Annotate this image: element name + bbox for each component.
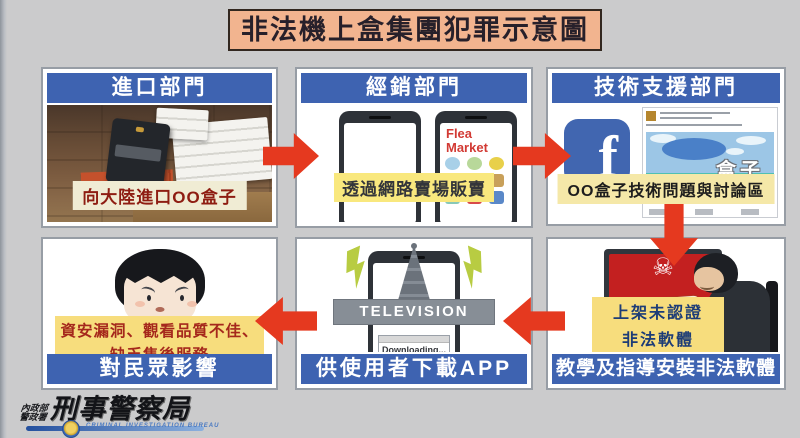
product-icon	[467, 157, 482, 170]
cloud-shape	[726, 148, 744, 155]
police-badge-icon	[62, 420, 80, 438]
post-text-line	[646, 124, 742, 126]
panel-distribution-content: PAY Flea Market	[301, 105, 527, 222]
panel-import-header: 進口部門	[47, 73, 272, 103]
logo-underline: CRIMINAL INVESTIGATION BUREAU	[26, 420, 218, 438]
product-icon	[445, 157, 460, 170]
panel-tech-support-header: 技術支援部門	[552, 73, 780, 103]
tech-support-caption: OO盒子技術問題與討論區	[557, 174, 775, 204]
panel-distribution: 經銷部門 PAY Flea Market	[295, 67, 533, 228]
bureau-name: 刑事警察局	[50, 394, 191, 424]
eye	[180, 295, 184, 301]
post-text-line	[660, 112, 730, 114]
import-caption: 向大陸進口OO盒子	[72, 181, 247, 210]
panel-install: ☠ UPLOAD 上架未認證 非法軟體 教學及指導安裝非法軟體	[546, 237, 786, 390]
install-label-line2: 非法軟體	[621, 332, 694, 350]
install-label-line1: 上架未認證	[612, 305, 703, 322]
download-window: Downloading...	[378, 335, 450, 352]
panel-import: 進口部門 向大陸進口OO盒子	[41, 67, 278, 228]
impact-label-line1: 資安漏洞、觀看品質不佳、	[60, 323, 259, 340]
marketplace-phone: Flea Market	[435, 111, 517, 222]
eye	[147, 295, 151, 301]
cloud-shape	[650, 134, 676, 143]
page-edge-strip	[0, 0, 7, 438]
blurred-oval	[662, 138, 726, 160]
skull-icon: ☠	[652, 254, 674, 281]
panel-import-photo: 向大陸進口OO盒子	[47, 105, 272, 222]
panel-download-content: TELEVISION Downloading...	[301, 243, 527, 352]
avatar	[646, 111, 656, 121]
hacker-grin	[700, 283, 714, 290]
post-reactions-row	[649, 209, 771, 215]
television-banner: TELEVISION	[333, 299, 495, 325]
payment-phone: PAY	[339, 111, 421, 222]
blush-mark	[187, 301, 197, 307]
phone-speaker	[465, 116, 487, 119]
page-title: 非法機上盒集團犯罪示意圖	[228, 9, 602, 51]
panel-install-header: 教學及指導安裝非法軟體	[552, 354, 780, 384]
agency-name-small: 內政部 警政署	[18, 403, 49, 423]
antenna-tip	[411, 243, 417, 249]
facebook-f-glyph: f	[598, 124, 618, 185]
panel-impact: 資安漏洞、觀看品質不佳、 缺乏售後服務 對民眾影響	[41, 237, 278, 390]
cloud-shape	[736, 136, 766, 145]
device-panel	[114, 144, 162, 162]
flea-market-label: Flea Market	[446, 126, 488, 155]
set-top-box-device	[105, 117, 171, 189]
downloading-text: Downloading...	[382, 345, 446, 352]
panel-impact-header: 對民眾影響	[47, 354, 272, 384]
blush-mark	[135, 301, 145, 307]
panel-tech-support-content: f 盒子 OO盒子技術問題與討論區	[552, 105, 780, 220]
phone-speaker	[369, 116, 391, 119]
panel-install-content: ☠ UPLOAD 上架未認證 非法軟體	[552, 243, 780, 352]
panel-download: TELEVISION Downloading... 供使用者下載APP	[295, 237, 533, 390]
worried-person-bangs	[123, 270, 196, 283]
cib-logo: 內政部 警政署 刑事警察局 CRIMINAL INVESTIGATION BUR…	[18, 394, 250, 438]
facebook-icon: f	[564, 119, 630, 185]
agency-line2: 警政署	[18, 412, 48, 423]
mouth	[155, 307, 164, 312]
panel-download-header: 供使用者下載APP	[301, 354, 527, 384]
window-titlebar	[379, 336, 449, 343]
bureau-name-english: CRIMINAL INVESTIGATION BUREAU	[86, 423, 220, 429]
product-icon	[489, 157, 504, 170]
warehouse-photo: 向大陸進口OO盒子	[47, 105, 272, 222]
post-header	[646, 111, 774, 129]
panel-tech-support: 技術支援部門 f 盒子	[546, 67, 786, 226]
panel-distribution-header: 經銷部門	[301, 73, 527, 103]
install-label: 上架未認證 非法軟體	[592, 297, 724, 352]
distribution-caption: 透過網路賣場販賣	[334, 173, 494, 202]
device-logo	[135, 126, 145, 133]
post-text-line	[660, 117, 712, 119]
